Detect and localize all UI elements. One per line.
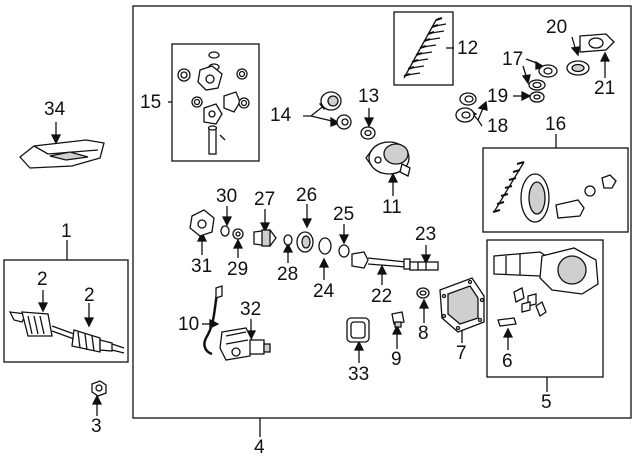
washer-part [360, 126, 376, 140]
callout-17: 17 [502, 49, 524, 70]
callout-7: 7 [456, 343, 467, 364]
axle-housing-part [493, 247, 599, 327]
callout-3: 3 [91, 416, 102, 437]
callout-16: 16 [545, 114, 567, 135]
callout-18: 18 [487, 116, 509, 137]
callout-31: 31 [191, 256, 213, 277]
actuator-shaft-part [253, 229, 277, 247]
cover-plate-part [189, 209, 215, 237]
snap-ring-part [283, 234, 293, 246]
callout-11: 11 [382, 197, 402, 218]
callout-13: 13 [358, 86, 380, 107]
callout-25: 25 [333, 204, 355, 225]
callout-20: 20 [546, 17, 568, 38]
differential-case-part [365, 141, 411, 177]
axle-nut-part [91, 380, 107, 397]
differential-cover-part [439, 277, 485, 333]
bolt-set-part [403, 17, 447, 79]
housing-frame [486, 239, 604, 378]
callout-24: 24 [313, 281, 335, 302]
callout-34: 34 [44, 99, 66, 120]
bolt-kit-frame [393, 11, 454, 86]
stub-shaft-part [409, 261, 439, 271]
callout-2b: 2 [84, 285, 95, 306]
leader-lines [37, 36, 611, 437]
o-ring-part [220, 225, 230, 237]
pinion-bearing-part [320, 91, 352, 130]
callout-29: 29 [227, 259, 249, 280]
callout-30: 30 [216, 186, 238, 207]
axle-shaft-frame [3, 259, 129, 363]
callout-10: 10 [178, 314, 200, 335]
carrier-bearing-part [455, 64, 558, 123]
ring-pinion-frame [482, 147, 629, 233]
gear-kit-part [177, 51, 250, 155]
callout-21: 21 [594, 78, 616, 99]
callout-28: 28 [277, 264, 299, 285]
drain-plug-part [416, 287, 430, 299]
axle-seal-part [296, 231, 314, 253]
callout-33: 33 [348, 364, 370, 385]
callout-12: 12 [457, 38, 479, 59]
callout-32: 32 [240, 299, 262, 320]
vent-hose-part [203, 285, 223, 356]
callout-15: 15 [140, 92, 162, 113]
axle-shaft-part [8, 311, 125, 354]
callout-19: 19 [487, 86, 509, 107]
main-assembly-frame [132, 5, 632, 419]
callout-1: 1 [61, 221, 72, 242]
callout-27: 27 [254, 189, 276, 210]
cover-gasket-part [346, 317, 370, 343]
axle-actuator-part [219, 327, 271, 361]
callout-26: 26 [296, 185, 318, 206]
callout-9: 9 [391, 349, 402, 370]
callout-2a: 2 [37, 269, 48, 290]
callout-23: 23 [415, 224, 437, 245]
callout-8: 8 [418, 323, 429, 344]
tube-bearing-part [318, 237, 332, 255]
callout-6: 6 [502, 351, 513, 372]
intermediate-shaft-part [351, 251, 411, 270]
callout-5: 5 [541, 392, 552, 413]
spacer-ring-part [232, 228, 244, 240]
callout-22: 22 [371, 286, 393, 307]
callout-14: 14 [270, 105, 292, 126]
retaining-ring-part [338, 244, 350, 258]
companion-flange-part [566, 33, 615, 76]
fill-plug-part [391, 311, 405, 328]
heat-shield-part [19, 139, 105, 169]
ring-pinion-part [492, 161, 617, 223]
callout-4: 4 [254, 437, 265, 458]
